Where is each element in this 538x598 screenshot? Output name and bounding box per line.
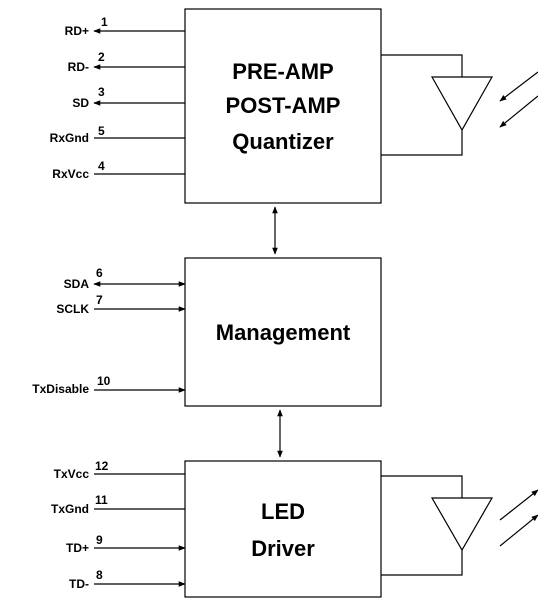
pin-label: RxVcc	[52, 167, 89, 181]
pin-rd-plus: RD+ 1	[65, 15, 185, 38]
pin-txgnd: TxGnd 11	[51, 493, 185, 516]
rx-block-line-3: Quantizer	[232, 129, 334, 154]
pin-number: 7	[96, 293, 103, 307]
pin-number: 5	[98, 124, 105, 138]
pin-label: SD	[72, 96, 89, 110]
pin-number: 3	[98, 85, 105, 99]
pin-number: 9	[96, 533, 103, 547]
pin-label: RxGnd	[50, 131, 89, 145]
pin-sclk: SCLK 7	[56, 293, 186, 316]
photodiode-icon	[381, 54, 538, 156]
pin-number: 6	[96, 266, 103, 280]
pin-number: 2	[98, 50, 105, 64]
pin-rxvcc: RxVcc 4	[52, 159, 185, 181]
pin-sd: SD 3	[72, 85, 185, 110]
pin-rd-minus: RD- 2	[68, 50, 185, 74]
pin-number: 12	[95, 459, 109, 473]
pin-label: TxDisable	[32, 382, 89, 396]
rx-block: PRE-AMP POST-AMP Quantizer	[184, 8, 382, 204]
rx-block-line-2: POST-AMP	[226, 93, 341, 118]
pin-label: TD-	[69, 577, 89, 591]
pin-txdisable: TxDisable 10	[32, 374, 186, 396]
management-block: Management	[184, 257, 382, 407]
pin-sda: SDA 6	[64, 266, 186, 291]
pin-label: RD+	[65, 24, 89, 38]
rx-block-line-1: PRE-AMP	[232, 59, 333, 84]
pin-td-plus: TD+ 9	[66, 533, 186, 555]
tx-block-line-2: Driver	[251, 536, 315, 561]
pin-label: SCLK	[56, 302, 89, 316]
pin-label: SDA	[64, 277, 90, 291]
tx-block: LED Driver	[184, 460, 382, 598]
pin-label: TxGnd	[51, 502, 89, 516]
management-block-label: Management	[216, 320, 351, 345]
led-icon	[381, 475, 538, 576]
pin-label: TD+	[66, 541, 89, 555]
pin-td-minus: TD- 8	[69, 568, 186, 591]
pin-number: 10	[97, 374, 111, 388]
pin-txvcc: TxVcc 12	[54, 459, 185, 481]
pin-rxgnd: RxGnd 5	[50, 124, 185, 145]
pin-number: 8	[96, 568, 103, 582]
pin-number: 4	[98, 159, 105, 173]
pin-label: TxVcc	[54, 467, 90, 481]
pin-label: RD-	[68, 60, 89, 74]
tx-block-line-1: LED	[261, 499, 305, 524]
pin-number: 11	[95, 493, 108, 507]
pin-number: 1	[101, 15, 108, 29]
